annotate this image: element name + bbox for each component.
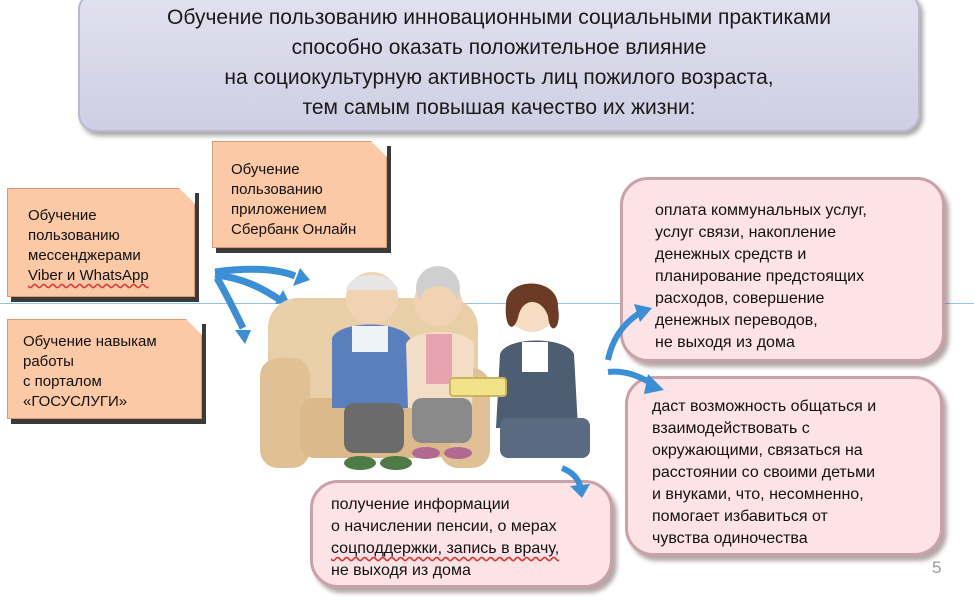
arrow-up-icon <box>213 265 310 344</box>
payments-line: денежных переводов, <box>655 312 818 329</box>
payments-line: услуг связи, накопление <box>655 224 836 241</box>
communication-line: взаимодействовать с <box>652 420 810 437</box>
communication-line: чувства одиночества <box>652 530 808 547</box>
payments-line: расходов, совершение <box>655 290 825 307</box>
communication-line: даст возможность общаться и <box>652 398 877 415</box>
information-line: не выходя из дома <box>331 562 471 579</box>
arrow-right-up-icon <box>605 304 652 361</box>
payments-line: не выходя из дома <box>655 334 795 351</box>
messengers-line: Обучение <box>28 207 97 224</box>
information-line: соцподдержки, запись в врачу, <box>331 540 560 557</box>
communication-line: и внуками, что, несомненно, <box>652 486 864 503</box>
communication-line: расстоянии со своими детьми <box>652 464 876 481</box>
payments-line: оплата коммунальных услуг, <box>655 202 867 219</box>
page-number: 5 <box>932 558 942 577</box>
gosuslugi-line: Обучение навыкам <box>23 333 157 350</box>
messengers-line: мессенджерами <box>28 247 141 264</box>
sberbank-line: приложением <box>231 201 327 218</box>
sberbank-line: Сбербанк Онлайн <box>231 221 357 238</box>
sberbank-box: Обучение пользованию приложением Сбербан… <box>212 141 387 248</box>
payments-line: денежных средств и <box>655 246 807 263</box>
arrow-right-icon <box>607 368 664 394</box>
title-line-2: способно оказать положительное влияние <box>291 36 707 59</box>
payments-line: планирование предстоящих <box>655 268 865 285</box>
sberbank-line: пользованию <box>231 181 323 198</box>
title-box: Обучение пользованию инновационными соци… <box>78 0 920 132</box>
gosuslugi-line: работы <box>23 353 74 370</box>
communication-line: помогает избавиться от <box>652 508 828 525</box>
divider-line <box>0 303 974 304</box>
messengers-line: Viber и WhatsApp <box>28 267 149 284</box>
sberbank-line: Обучение <box>231 161 300 178</box>
communication-line: окружающими, связаться на <box>652 442 863 459</box>
gosuslugi-box: Обучение навыкам работы с порталом «ГОСУ… <box>7 319 202 419</box>
title-line-3: на социокультурную активность лиц пожило… <box>224 66 774 89</box>
gosuslugi-line: с порталом <box>23 373 102 390</box>
title-line-1: Обучение пользованию инновационными соци… <box>167 6 831 29</box>
gosuslugi-line: «ГОСУСЛУГИ» <box>23 393 128 410</box>
title-line-4: тем самым повышая качество их жизни: <box>302 96 696 119</box>
information-line: получение информации <box>331 496 510 513</box>
information-line: о начислении пенсии, о мерах <box>331 518 557 535</box>
elderly-couple-illustration <box>260 266 590 470</box>
messengers-line: пользованию <box>28 227 120 244</box>
communication-box: даст возможность общаться и взаимодейств… <box>625 376 943 556</box>
arrow-down-icon <box>560 465 590 498</box>
payments-box: оплата коммунальных услуг, услуг связи, … <box>620 177 945 362</box>
information-box: получение информации о начислении пенсии… <box>310 480 613 588</box>
messengers-box: Обучение пользованию мессенджерами Viber… <box>7 188 195 297</box>
